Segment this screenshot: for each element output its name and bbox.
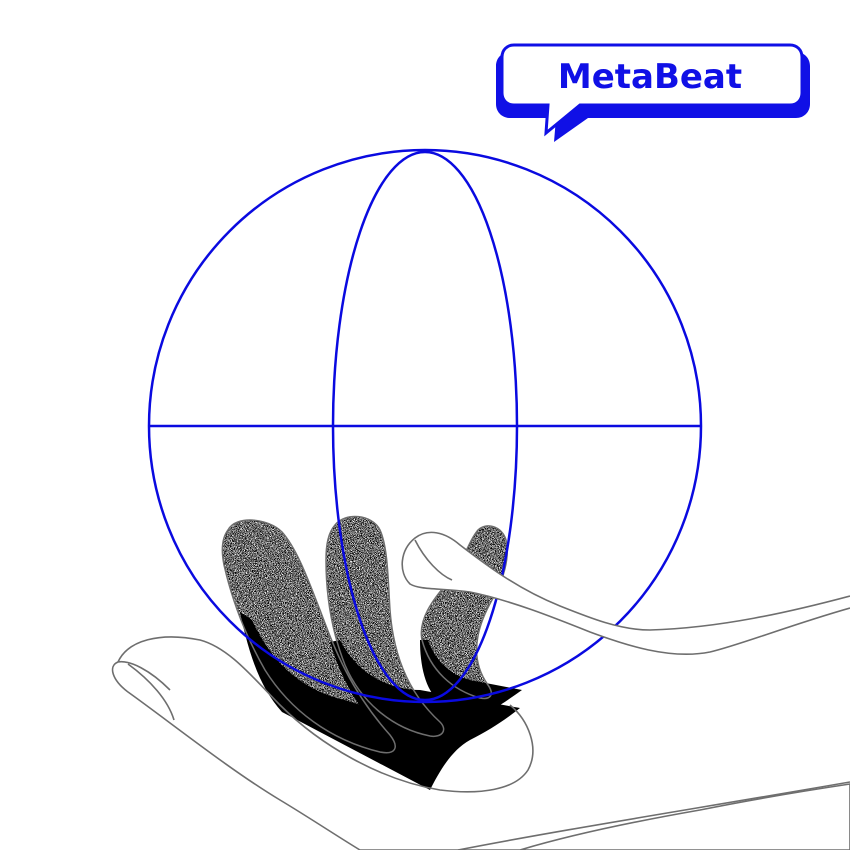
palm (111, 661, 850, 850)
logo-bubble (500, 43, 804, 137)
logo-badge: MetaBeat (496, 43, 810, 142)
wrist-line (457, 781, 850, 850)
wireframe-globe-icon (147, 148, 703, 704)
thumb (401, 531, 850, 655)
logo-text: MetaBeat (558, 57, 742, 97)
finger-shadow-2 (330, 640, 520, 740)
finger-shadow-3 (420, 640, 522, 705)
finger-2 (326, 516, 444, 737)
finger-crease (127, 663, 175, 721)
thumbnail (414, 539, 453, 581)
open-palm-hand-icon (111, 531, 850, 850)
finger-1 (222, 520, 396, 753)
hand-edge (117, 636, 534, 793)
finger-shadow-1 (240, 612, 470, 790)
